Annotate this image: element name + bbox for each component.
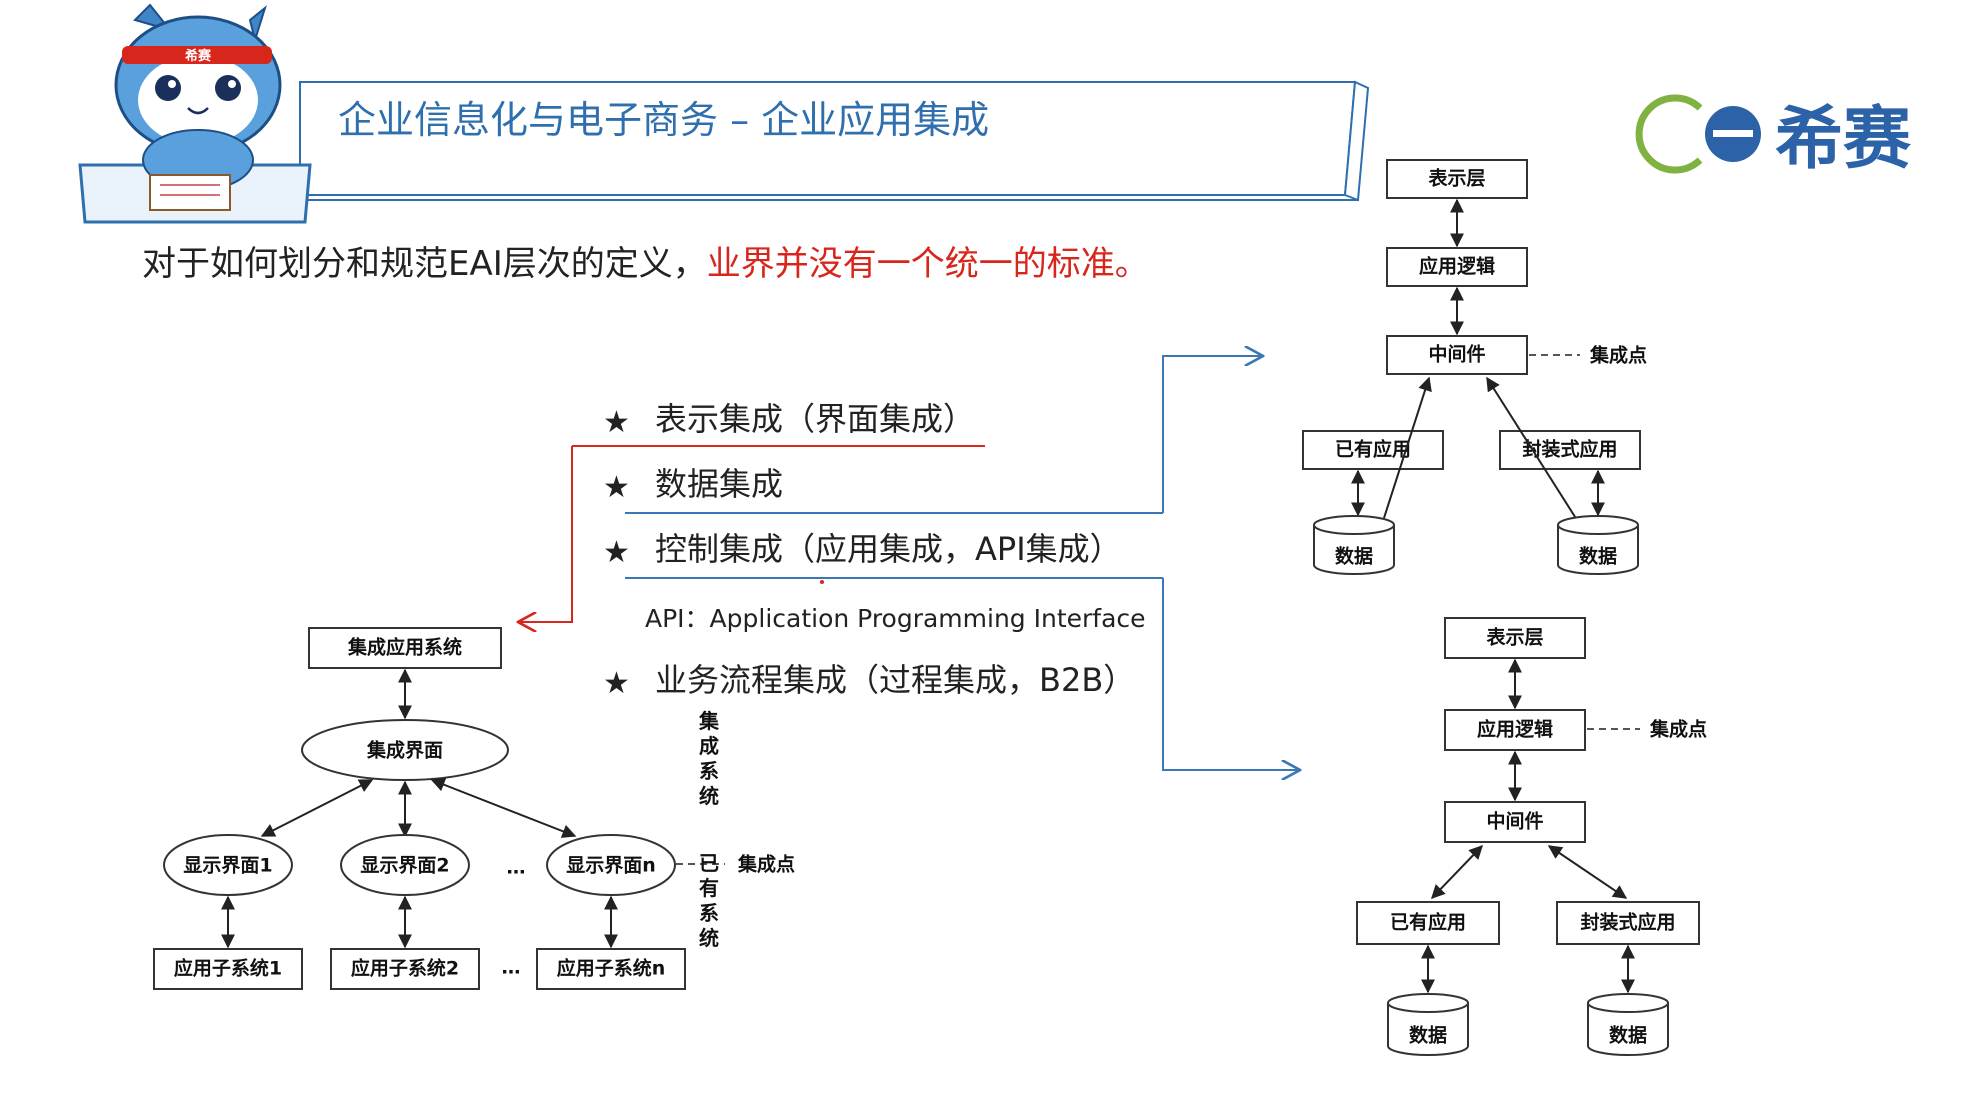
br-data-2-label: 数据	[1609, 1024, 1647, 1047]
star-icon: ★	[603, 470, 630, 505]
red-dot	[820, 580, 824, 584]
br-app-logic-box	[1444, 709, 1586, 751]
app-subsystem-2-label: 应用子系统2	[351, 957, 459, 980]
intro-text-red: 业界并没有一个统一的标准。	[707, 244, 1149, 284]
top-right-diagram: 表示层 应用逻辑 中间件 集成点 已有应用 封装式应用 数据 数据	[1302, 159, 1647, 575]
star-icon: ★	[603, 535, 630, 570]
integration-point-left: 集成点	[737, 853, 795, 876]
br-integration-point: 集成点	[1649, 718, 1707, 741]
tr-database-1-icon	[1313, 515, 1395, 575]
left-diagram: 集成应用系统 集成界面 显示界面1 显示界面2 显示界面n … 集成点 应用子系…	[153, 627, 795, 990]
star-icon: ★	[603, 666, 630, 701]
display-ui-1-label: 显示界面1	[183, 855, 272, 877]
type-data: 数据集成	[655, 465, 783, 503]
tr-integration-point: 集成点	[1589, 344, 1647, 367]
tr-wrapped-app-label: 封装式应用	[1522, 438, 1617, 461]
logo-text: 希赛	[1775, 100, 1912, 179]
app-subsystem-2-box	[330, 948, 480, 990]
blue-connector-bottom	[625, 577, 1300, 770]
br-presentation-layer-label: 表示层	[1486, 626, 1543, 649]
title-banner	[299, 80, 1370, 202]
br-middleware-box	[1444, 801, 1586, 843]
tr-presentation-layer-box	[1386, 159, 1528, 199]
integration-ui-ellipse	[301, 719, 509, 781]
tr-presentation-layer-label: 表示层	[1428, 167, 1485, 190]
intro-text-black: 对于如何划分和规范EAI层次的定义，	[142, 244, 707, 284]
integrated-app-system-label: 集成应用系统	[347, 636, 462, 659]
api-definition: API：Application Programming Interface	[645, 604, 1146, 633]
bottom-right-diagram: 表示层 应用逻辑 集成点 中间件 已有应用 封装式应用 数据 数据	[1356, 617, 1707, 1056]
integration-ui-label: 集成界面	[366, 739, 443, 762]
tr-wrapped-app-box	[1499, 430, 1641, 470]
tr-existing-app-box	[1302, 430, 1444, 470]
br-wrapped-app-label: 封装式应用	[1580, 911, 1675, 934]
display-ui-2-label: 显示界面2	[360, 855, 449, 877]
ellipsis-upper: …	[507, 857, 526, 879]
display-ui-1-ellipse	[163, 834, 293, 896]
vertical-label-integrated-system: 集成系统	[698, 709, 720, 808]
br-app-logic-label: 应用逻辑	[1477, 718, 1553, 741]
br-existing-app-label: 已有应用	[1390, 911, 1466, 934]
display-ui-n-label: 显示界面n	[566, 855, 656, 877]
br-middleware-label: 中间件	[1486, 810, 1543, 833]
tr-data-1-label: 数据	[1335, 545, 1373, 568]
ellipsis-lower: …	[502, 957, 521, 979]
tr-middleware-box	[1386, 335, 1528, 375]
integration-type-list: ★ 表示集成（界面集成） ★ 数据集成 ★ 控制集成（应用集成，API集成） A…	[603, 400, 1146, 701]
tr-app-logic-label: 应用逻辑	[1419, 255, 1495, 278]
app-subsystem-1-box	[153, 948, 303, 990]
mascot-band-text: 希赛	[185, 48, 212, 64]
app-subsystem-n-box	[536, 948, 686, 990]
blue-connector-top	[625, 356, 1263, 514]
vertical-label-existing-system: 已有系统	[699, 851, 719, 950]
br-database-1-icon	[1387, 993, 1469, 1056]
br-presentation-layer-box	[1444, 617, 1586, 659]
app-subsystem-1-label: 应用子系统1	[174, 957, 282, 980]
br-existing-app-box	[1356, 901, 1500, 945]
tr-database-2-icon	[1557, 515, 1639, 575]
br-database-2-icon	[1587, 993, 1669, 1056]
br-data-1-label: 数据	[1409, 1024, 1447, 1047]
star-icon: ★	[603, 405, 630, 440]
display-ui-n-ellipse	[546, 834, 676, 896]
tr-existing-app-label: 已有应用	[1335, 438, 1411, 461]
tr-data-2-label: 数据	[1579, 545, 1617, 568]
mascot-cat-icon: 希赛	[78, 3, 312, 224]
integrated-app-system-box	[308, 627, 502, 669]
tr-app-logic-box	[1386, 247, 1528, 287]
intro-sentence: 对于如何划分和规范EAI层次的定义，业界并没有一个统一的标准。	[142, 244, 1149, 284]
app-subsystem-n-label: 应用子系统n	[557, 957, 666, 980]
xisai-logo: 希赛	[1635, 94, 1912, 179]
br-wrapped-app-box	[1556, 901, 1700, 945]
type-control: 控制集成（应用集成，API集成）	[655, 530, 1122, 568]
red-connector	[518, 445, 985, 622]
type-business-process: 业务流程集成（过程集成，B2B）	[655, 661, 1135, 699]
tr-middleware-label: 中间件	[1428, 343, 1485, 366]
type-presentation: 表示集成（界面集成）	[655, 400, 975, 438]
page-title: 企业信息化与电子商务 – 企业应用集成	[338, 98, 989, 142]
display-ui-2-ellipse	[340, 834, 470, 896]
